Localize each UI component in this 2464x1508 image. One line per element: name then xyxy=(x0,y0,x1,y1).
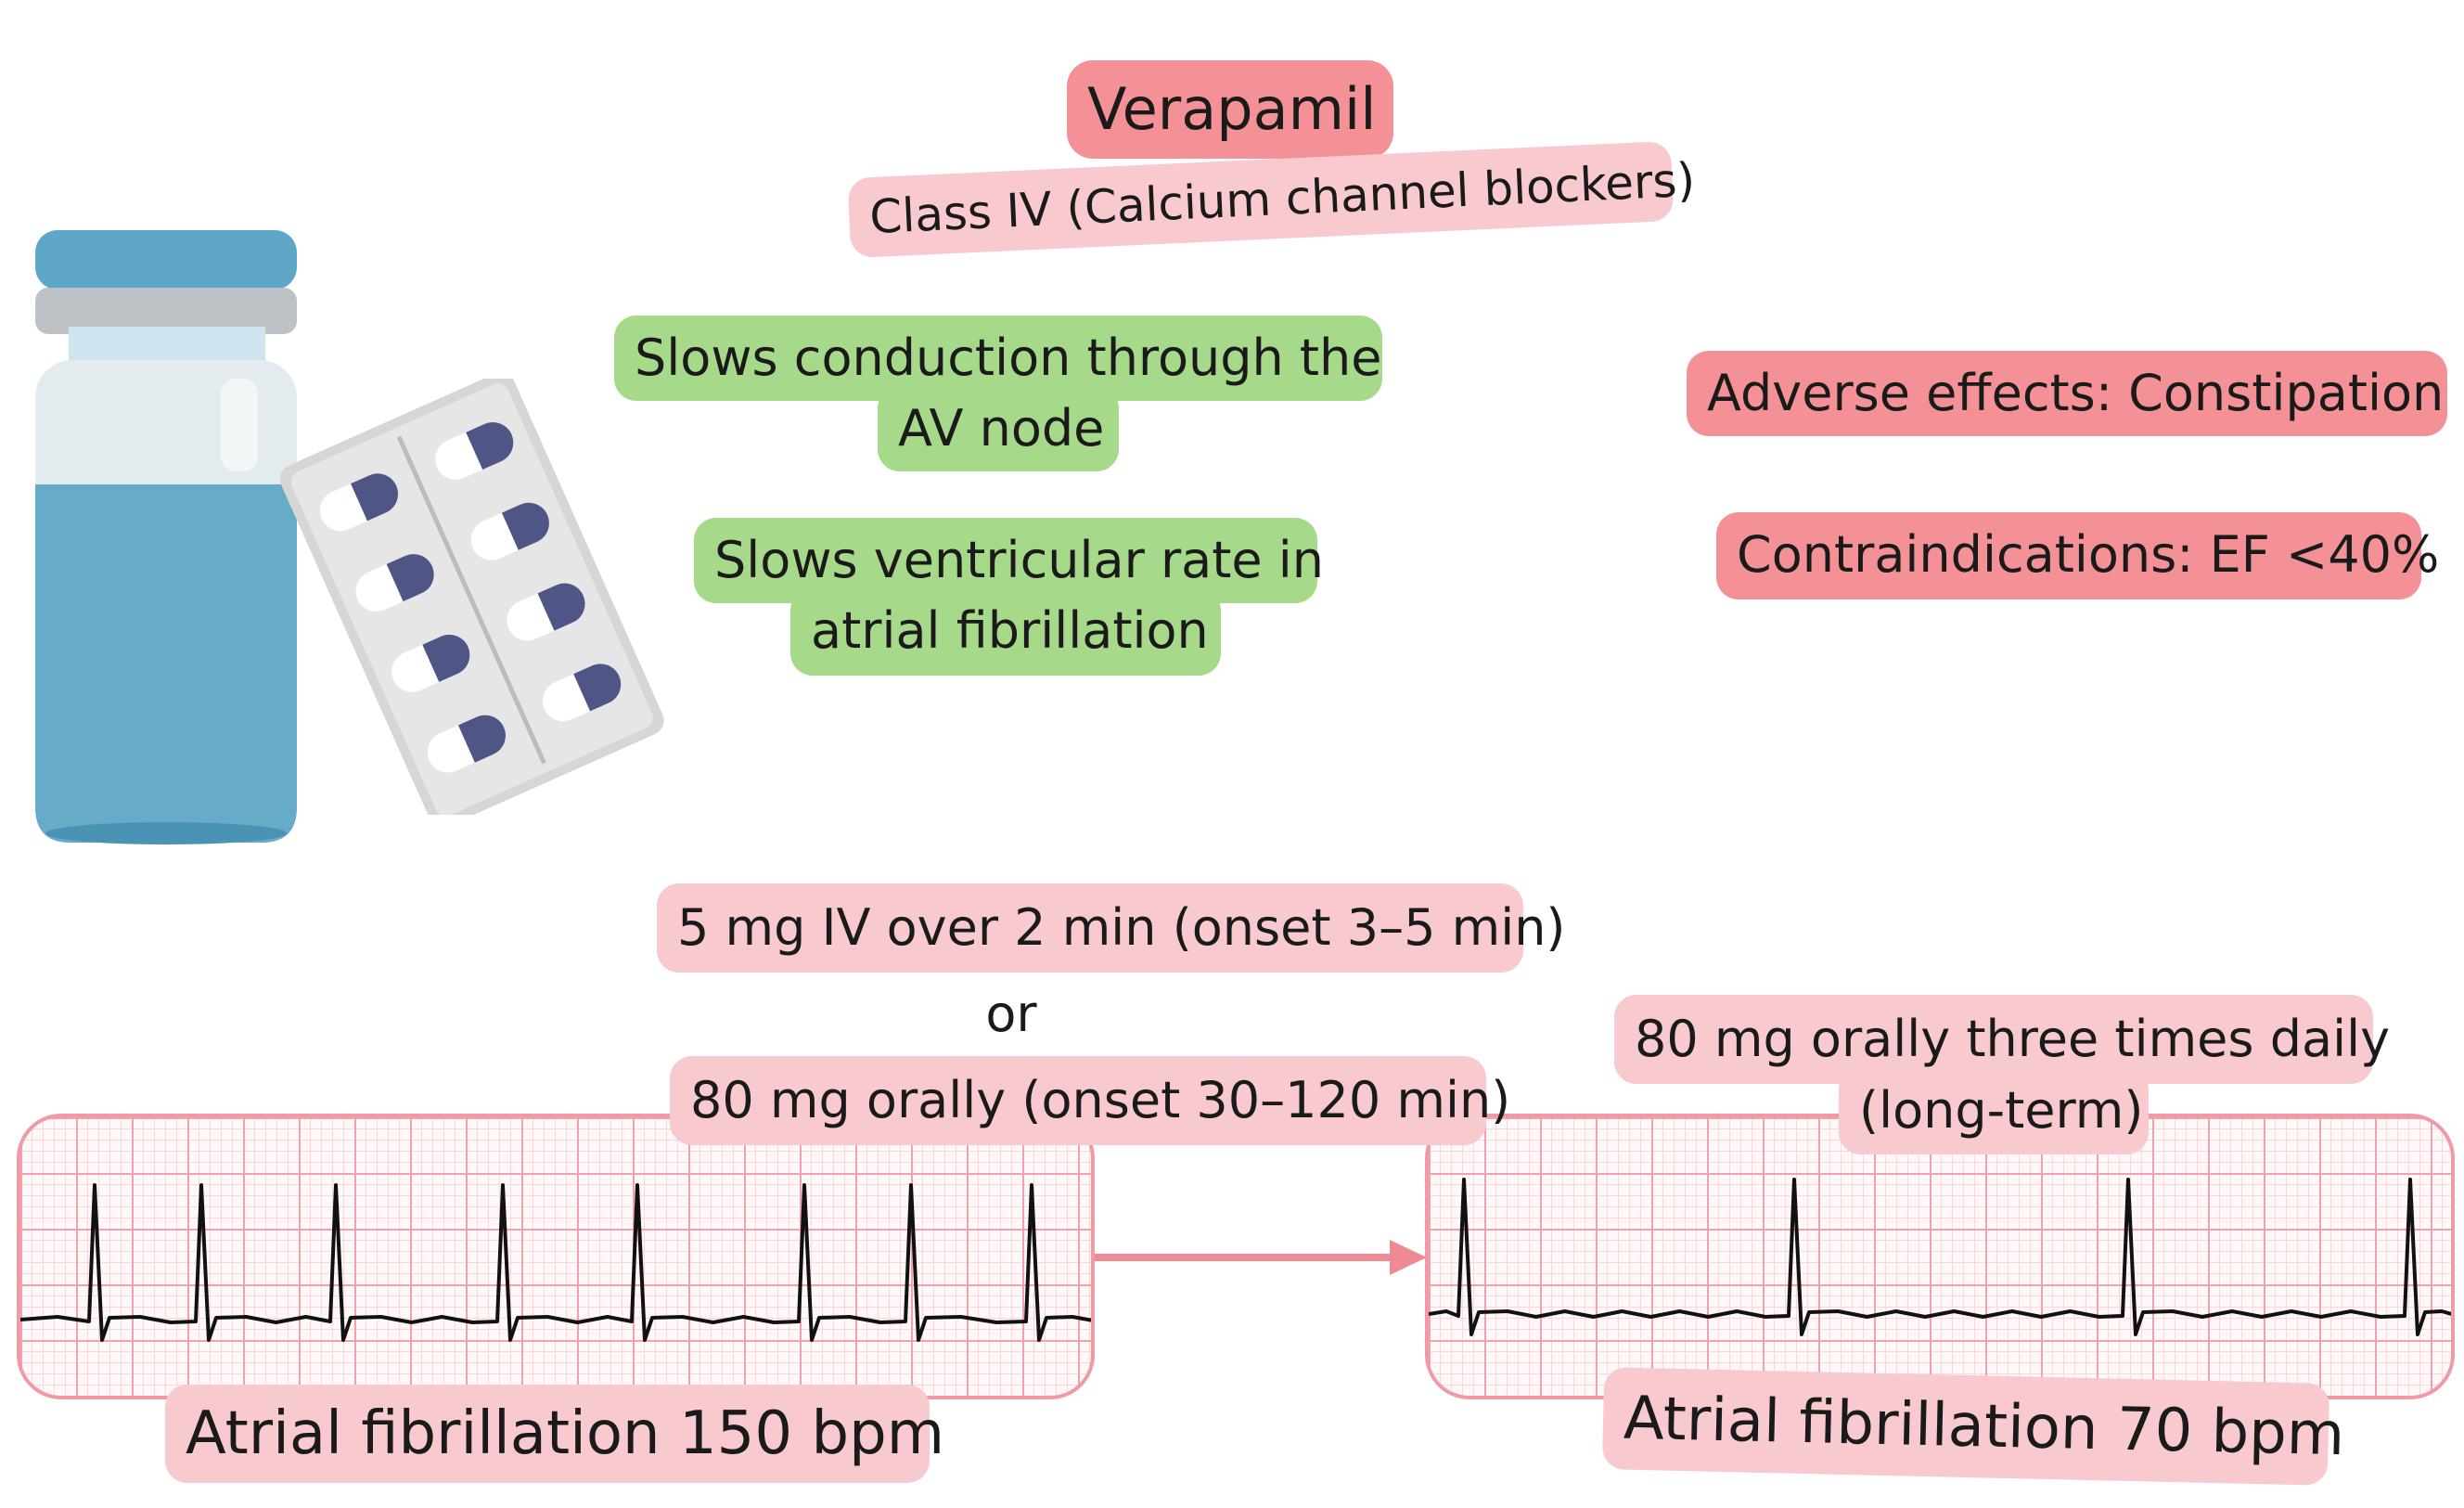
adverse-effects-label: Adverse effects: Constipation xyxy=(1687,351,2447,436)
ecg-before-caption: Atrial fibrillation 150 bpm xyxy=(165,1385,944,1483)
ecg-strip-before xyxy=(17,1114,1095,1399)
maintenance-dose-line-2: (long-term) xyxy=(1839,1067,2149,1154)
medicine-vial-icon xyxy=(35,230,297,844)
ecg-after-caption: Atrial fibrillation 70 bpm xyxy=(1601,1367,2345,1486)
contraindications-label: Contraindications: EF <40% xyxy=(1716,512,2439,599)
or-text: or xyxy=(985,985,1037,1043)
oral-dose-label: 80 mg orally (onset 30–120 min) xyxy=(670,1056,1510,1145)
pill-blister-pack-icon xyxy=(279,379,664,815)
ecg-trace xyxy=(1429,1178,2451,1336)
arrow-right-icon xyxy=(1095,1240,1427,1275)
effect-line-2: atrial fibrillation xyxy=(790,588,1221,676)
iv-dose-label: 5 mg IV over 2 min (onset 3–5 min) xyxy=(657,883,1566,973)
mechanism-line-1: Slows conduction through the xyxy=(614,316,1382,401)
ecg-trace xyxy=(20,1183,1091,1342)
mechanism-line-2: AV node xyxy=(878,386,1119,471)
drug-title: Verapamil xyxy=(1067,60,1393,159)
ecg-strip-after xyxy=(1425,1114,2455,1399)
